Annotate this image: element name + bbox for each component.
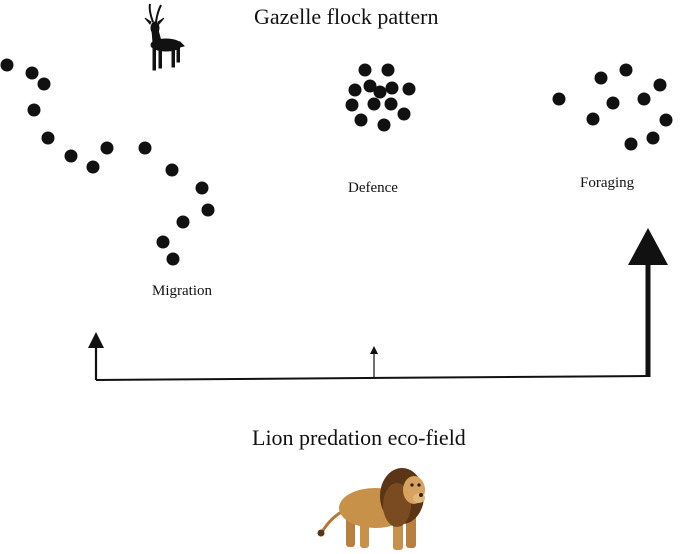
gazelle-dot: [41, 131, 55, 145]
gazelle-dot: [402, 82, 416, 96]
gazelle-dot: [637, 92, 651, 106]
gazelle-dot: [646, 131, 660, 145]
defence-flock: [345, 63, 416, 132]
gazelle-dot: [606, 96, 620, 110]
gazelle-dot: [397, 107, 411, 121]
gazelle-dot: [138, 141, 152, 155]
eco-field-baseline: [95, 375, 649, 381]
gazelle-dot: [552, 92, 566, 106]
gazelle-dot: [363, 79, 377, 93]
gazelle-dot: [659, 113, 673, 127]
gazelle-dot: [385, 81, 399, 95]
gazelle-dot: [345, 98, 359, 112]
eco-field-title: Lion predation eco-field: [252, 425, 466, 450]
gazelle-dot: [358, 63, 372, 77]
gazelle-dot: [594, 71, 608, 85]
gazelle-dot: [86, 160, 100, 174]
gazelle-dot: [64, 149, 78, 163]
migration-flock: [0, 58, 215, 266]
defence-label: Defence: [348, 180, 398, 196]
foraging-label: Foraging: [580, 175, 635, 191]
defence-arrow: [370, 346, 378, 378]
diagram-title: Gazelle flock pattern: [254, 4, 439, 29]
gazelle-dot: [373, 85, 387, 99]
gazelle-dot: [100, 141, 114, 155]
migration-arrow: [88, 332, 104, 380]
lion-icon: [317, 468, 425, 550]
gazelle-dot: [166, 252, 180, 266]
gazelle-dot: [27, 103, 41, 117]
gazelle-dot: [619, 63, 633, 77]
gazelle-dot: [653, 78, 667, 92]
gazelle-dot: [201, 203, 215, 217]
gazelle-dot: [37, 77, 51, 91]
gazelle-dot: [624, 137, 638, 151]
gazelle-dot: [367, 97, 381, 111]
gazelle-dot: [165, 163, 179, 177]
gazelle-dot: [0, 58, 14, 72]
gazelle-dot: [176, 215, 190, 229]
gazelle-dot: [195, 181, 209, 195]
foraging-flock: [552, 63, 673, 151]
gazelle-dot: [348, 83, 362, 97]
gazelle-dot: [156, 235, 170, 249]
gazelle-dot: [377, 118, 391, 132]
gazelle-dot: [586, 112, 600, 126]
gazelle-dot: [381, 63, 395, 77]
gazelle-dot: [354, 113, 368, 127]
gazelle-icon: [144, 3, 185, 71]
foraging-arrow: [628, 228, 668, 377]
gazelle-dot: [384, 97, 398, 111]
migration-label: Migration: [152, 283, 212, 299]
gazelle-dot: [25, 66, 39, 80]
